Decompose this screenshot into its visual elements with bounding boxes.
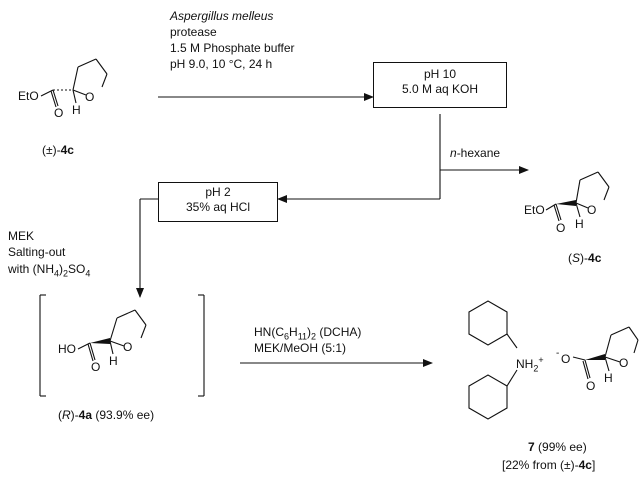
box-ph2: pH 2 35% aq HCl (158, 182, 278, 222)
box-ph10: pH 10 5.0 M aq KOH (373, 62, 507, 108)
hexane-rest: -hexane (456, 146, 501, 160)
hexane-label: n-hexane (450, 146, 500, 160)
ammonium-sulfate-label: with (NH4)2SO4 (8, 262, 91, 279)
acid-ho: HO (58, 342, 76, 356)
ph-temp-time-condition: pH 9.0, 10 °C, 24 h (170, 57, 273, 71)
salt-carbonyl-o: O (586, 379, 596, 393)
salt-label: 7 (99% ee) (528, 440, 587, 454)
s-h: H (575, 217, 584, 231)
salting-out-label: Salting-out (8, 245, 66, 259)
acid-label: (R)-4a (93.9% ee) (58, 408, 155, 422)
salt-minus: - (556, 348, 560, 359)
enzyme-type: protease (170, 25, 217, 39)
dcha-reagent: HN(C6H11)2 (DCHA) (254, 325, 362, 342)
hexane-prefix: n (450, 146, 457, 160)
structure-dcha-salt (468, 300, 639, 420)
solvent-condition: MEK/MeOH (5:1) (254, 341, 347, 355)
enzyme-name: Aspergillus melleus (170, 9, 274, 23)
start-label: (±)-4c (42, 143, 74, 157)
s-carbonyl-o: O (556, 221, 566, 235)
box-ph2-line1: pH 2 (205, 185, 231, 199)
box-ph10-line2: 5.0 M aq KOH (401, 82, 479, 96)
s-ring-o: O (587, 203, 597, 217)
structure-s-ester (545, 171, 610, 222)
salt-h: H (604, 371, 613, 385)
salt-ring-o: O (619, 356, 629, 370)
buffer-condition: 1.5 M Phosphate buffer (170, 41, 295, 55)
salt-anion-o: O (561, 352, 571, 366)
acid-carbonyl-o: O (91, 360, 101, 374)
start-ring-o: O (85, 90, 95, 104)
start-h: H (72, 103, 81, 117)
structure-start-ester (40, 58, 108, 108)
structure-r-acid (39, 294, 205, 397)
mek-label: MEK (8, 229, 35, 243)
box-ph2-line2: 35% aq HCl (185, 200, 251, 214)
s-eto: EtO (524, 203, 545, 217)
salt-yield: [22% from (±)-4c] (502, 458, 596, 472)
salt-nh2: NH2+ (516, 355, 544, 374)
start-carbonyl-o: O (54, 106, 64, 120)
s-label: (S)-4c (568, 251, 602, 265)
box-ph10-line1: pH 10 (423, 67, 457, 81)
start-eto: EtO (18, 89, 39, 103)
acid-ring-o: O (123, 340, 133, 354)
acid-h: H (109, 354, 118, 368)
